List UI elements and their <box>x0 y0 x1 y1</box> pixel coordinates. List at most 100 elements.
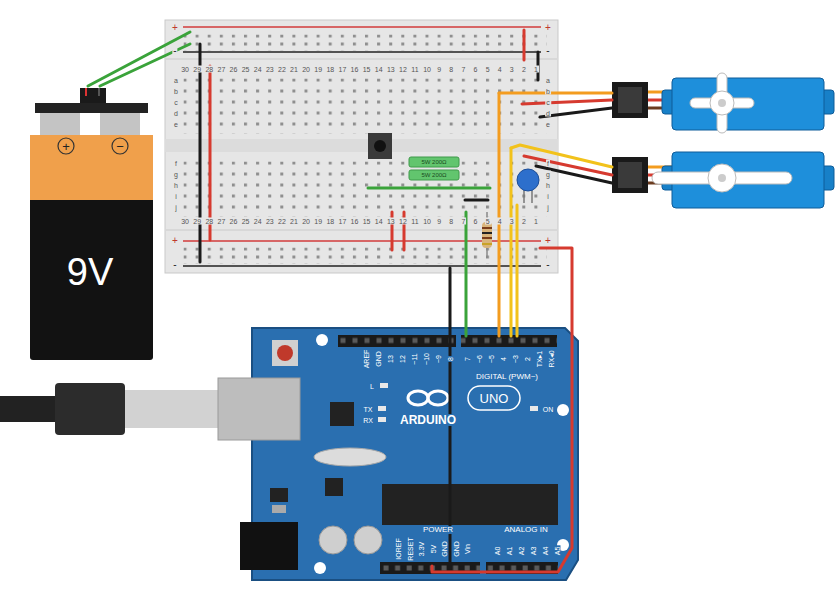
column-number: 28 <box>204 66 214 73</box>
battery <box>80 88 106 103</box>
arduino-board <box>330 402 354 426</box>
column-number: 11 <box>410 218 419 225</box>
arduino-board <box>240 522 298 570</box>
column-number: 6 <box>473 218 479 225</box>
pin-name: ~3 <box>512 354 519 364</box>
column-number: 11 <box>410 66 419 73</box>
rail-sign: - <box>172 260 177 270</box>
row-letter: d <box>545 110 551 117</box>
usb-cable <box>125 390 220 428</box>
column-number: 12 <box>398 66 408 73</box>
column-number: 10 <box>422 218 432 225</box>
terminal-sign: + <box>62 140 70 153</box>
row-letter: b <box>545 88 551 95</box>
servo <box>618 162 642 188</box>
wire <box>540 108 612 117</box>
column-number: 2 <box>521 66 527 73</box>
arduino-board <box>408 391 428 405</box>
pin-name: ~9 <box>435 354 442 364</box>
header-label: DIGITAL (PWM~) <box>475 373 539 381</box>
column-number: 30 <box>180 66 190 73</box>
pin-name: A1 <box>506 546 513 557</box>
rail-sign: + <box>171 236 179 246</box>
row-letter: j <box>174 204 178 211</box>
servo <box>612 157 648 193</box>
column-number: 21 <box>289 218 299 225</box>
servo <box>708 164 736 192</box>
resistor <box>482 243 492 245</box>
led-label: L <box>369 383 375 390</box>
board-model: UNO <box>480 392 509 405</box>
column-number: 12 <box>398 218 408 225</box>
servo <box>612 73 834 208</box>
servo <box>612 82 648 118</box>
column-number: 4 <box>497 66 503 73</box>
column-number: 19 <box>313 66 323 73</box>
pin-name: AREF <box>363 349 370 370</box>
wire <box>536 166 612 183</box>
wire <box>465 212 468 336</box>
arduino-board <box>354 526 382 554</box>
breadboard <box>184 162 547 217</box>
pin-name: Vin <box>464 543 471 555</box>
arduino-board <box>218 328 578 580</box>
arduino-board <box>530 406 538 411</box>
column-number: 7 <box>460 66 466 73</box>
pin-name: 5V <box>430 544 437 555</box>
column-number: 8 <box>448 66 454 73</box>
pin-name: 12 <box>399 354 406 364</box>
row-letter: i <box>174 193 178 200</box>
column-number: 30 <box>180 218 190 225</box>
resistor <box>482 237 492 239</box>
pushbutton <box>368 133 392 159</box>
row-letter: a <box>173 77 179 84</box>
column-number: 21 <box>289 66 299 73</box>
battery <box>30 135 153 200</box>
column-number: 17 <box>337 218 347 225</box>
row-letter: j <box>546 204 550 211</box>
rail-sign: + <box>544 236 552 246</box>
row-letter: e <box>545 121 551 128</box>
breadboard <box>183 26 541 28</box>
row-letter: e <box>173 121 179 128</box>
resistor-green <box>409 157 459 167</box>
pin-name: 8 <box>447 356 454 362</box>
servo <box>717 73 727 133</box>
resistor-green <box>409 170 459 180</box>
pin-name: ~6 <box>476 354 483 364</box>
wire <box>499 92 612 95</box>
rail-sign: + <box>171 23 179 33</box>
servo <box>672 78 824 130</box>
servo <box>718 174 726 182</box>
pin-name: RX◂0 <box>548 349 555 368</box>
breadboard <box>183 265 541 267</box>
pin-name: 2 <box>524 356 531 362</box>
wire <box>465 199 488 202</box>
column-number: 22 <box>277 218 287 225</box>
battery <box>100 113 140 135</box>
pin-name: RESET <box>407 536 414 561</box>
wire <box>523 30 526 60</box>
led-label: TX <box>363 406 374 413</box>
column-number: 17 <box>337 66 347 73</box>
column-number: 5 <box>485 218 491 225</box>
column-number: 18 <box>325 66 335 73</box>
arduino-board <box>272 340 298 366</box>
arduino-board <box>272 505 286 513</box>
servo <box>718 99 726 107</box>
wire <box>88 32 190 86</box>
battery <box>98 88 100 96</box>
arduino-board <box>382 484 558 525</box>
breadboard <box>165 58 558 60</box>
battery <box>35 103 148 113</box>
battery <box>30 135 153 360</box>
usb-cable <box>0 396 60 422</box>
column-number: 25 <box>241 218 251 225</box>
pin-name: 7 <box>464 356 471 362</box>
column-number: 23 <box>265 66 275 73</box>
rail-sign: - <box>545 46 550 56</box>
column-number: 28 <box>204 218 214 225</box>
column-number: 29 <box>192 66 202 73</box>
pin-name: A0 <box>494 546 501 557</box>
